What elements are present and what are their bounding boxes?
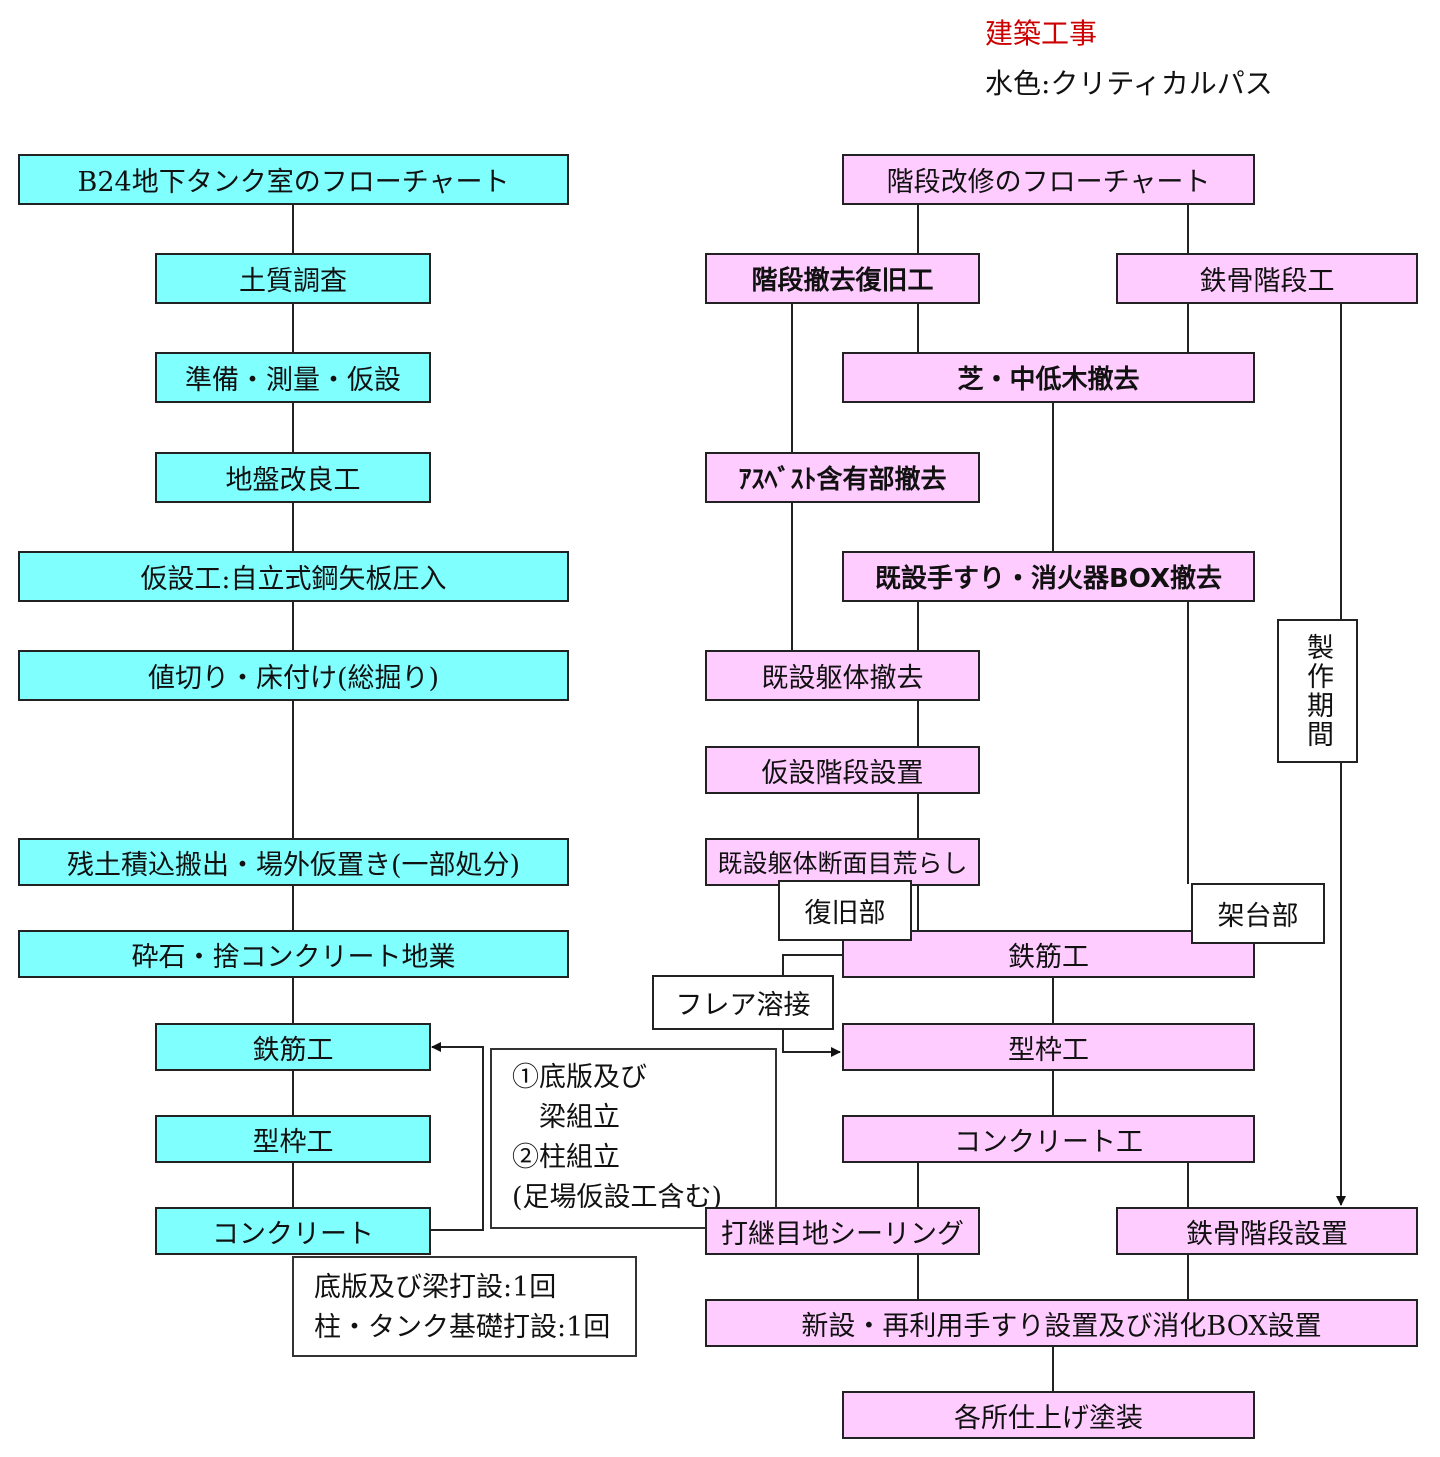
assembly-note-line-1: ①底版及び [512,1062,647,1093]
step-soil-survey: 土質調査 [155,253,431,304]
assembly-note-line-2: 梁組立 [512,1102,620,1133]
assembly-note-line-3: ②柱組立 [512,1142,620,1173]
stair-removal-box: 階段撤去復旧工 [705,253,980,304]
step-formwork-left: 型枠工 [155,1115,431,1163]
pour-note-line-1: 底版及び梁打設:1回 [314,1272,557,1303]
step-rebar-left: 鉄筋工 [155,1023,431,1071]
sealing-box: 打継目地シーリング [705,1207,980,1255]
flare-weld-arrow [782,1029,841,1057]
existing-demolition-box: 既設躯体撤去 [705,650,980,701]
painting-box: 各所仕上げ塗装 [842,1391,1255,1439]
page-title: 建築工事 [985,17,1098,50]
flare-weld-upper-line [782,954,842,976]
concrete-right-box: コンクリート工 [842,1115,1255,1163]
step-soil-removal: 残土積込搬出・場外仮置き(一部処分) [18,838,569,886]
step-preparation: 準備・測量・仮設 [155,352,431,403]
temp-stair-box: 仮設階段設置 [705,746,980,794]
step-crushed-stone: 砕石・捨コンクリート地業 [18,930,569,978]
steel-stair-box: 鉄骨階段工 [1116,253,1418,304]
legend-text: 水色:クリティカルパス [985,67,1273,100]
assembly-note-line-4: (足場仮設工含む) [512,1182,723,1213]
step-concrete-left: コンクリート [155,1207,431,1255]
rebar-feedback-arrow [431,1042,484,1231]
step-sheet-pile: 仮設工:自立式鋼矢板圧入 [18,551,569,602]
step-excavation: 値切り・床付け(総掘り) [18,650,569,701]
left-flow-title: B24地下タンク室のフローチャート [18,154,569,205]
right-flow-title: 階段改修のフローチャート [842,154,1255,205]
turf-removal-box: 芝・中低木撤去 [842,352,1255,403]
railing-removal-box: 既設手すり・消火器BOX撤去 [842,551,1255,602]
pour-note: 底版及び梁打設:1回柱・タンク基礎打設:1回 [292,1256,637,1357]
fabrication-period-label: 製作期間 [1277,619,1358,763]
steel-stair-install-box: 鉄骨階段設置 [1116,1207,1418,1255]
formwork-right-box: 型枠工 [842,1023,1255,1071]
frame-label: 架台部 [1191,883,1325,944]
restoration-label: 復旧部 [778,880,912,941]
roughening-box: 既設躯体断面目荒らし [705,838,980,886]
pour-note-line-2: 柱・タンク基礎打設:1回 [314,1312,611,1343]
assembly-note: ①底版及び 梁組立 ②柱組立 (足場仮設工含む) [490,1048,777,1229]
railing-install-box: 新設・再利用手すり設置及び消化BOX設置 [705,1299,1418,1347]
step-ground-improvement: 地盤改良工 [155,452,431,503]
asbestos-removal-box: ｱｽﾍﾞｽﾄ含有部撤去 [705,452,980,503]
flare-weld-label: フレア溶接 [652,975,834,1030]
